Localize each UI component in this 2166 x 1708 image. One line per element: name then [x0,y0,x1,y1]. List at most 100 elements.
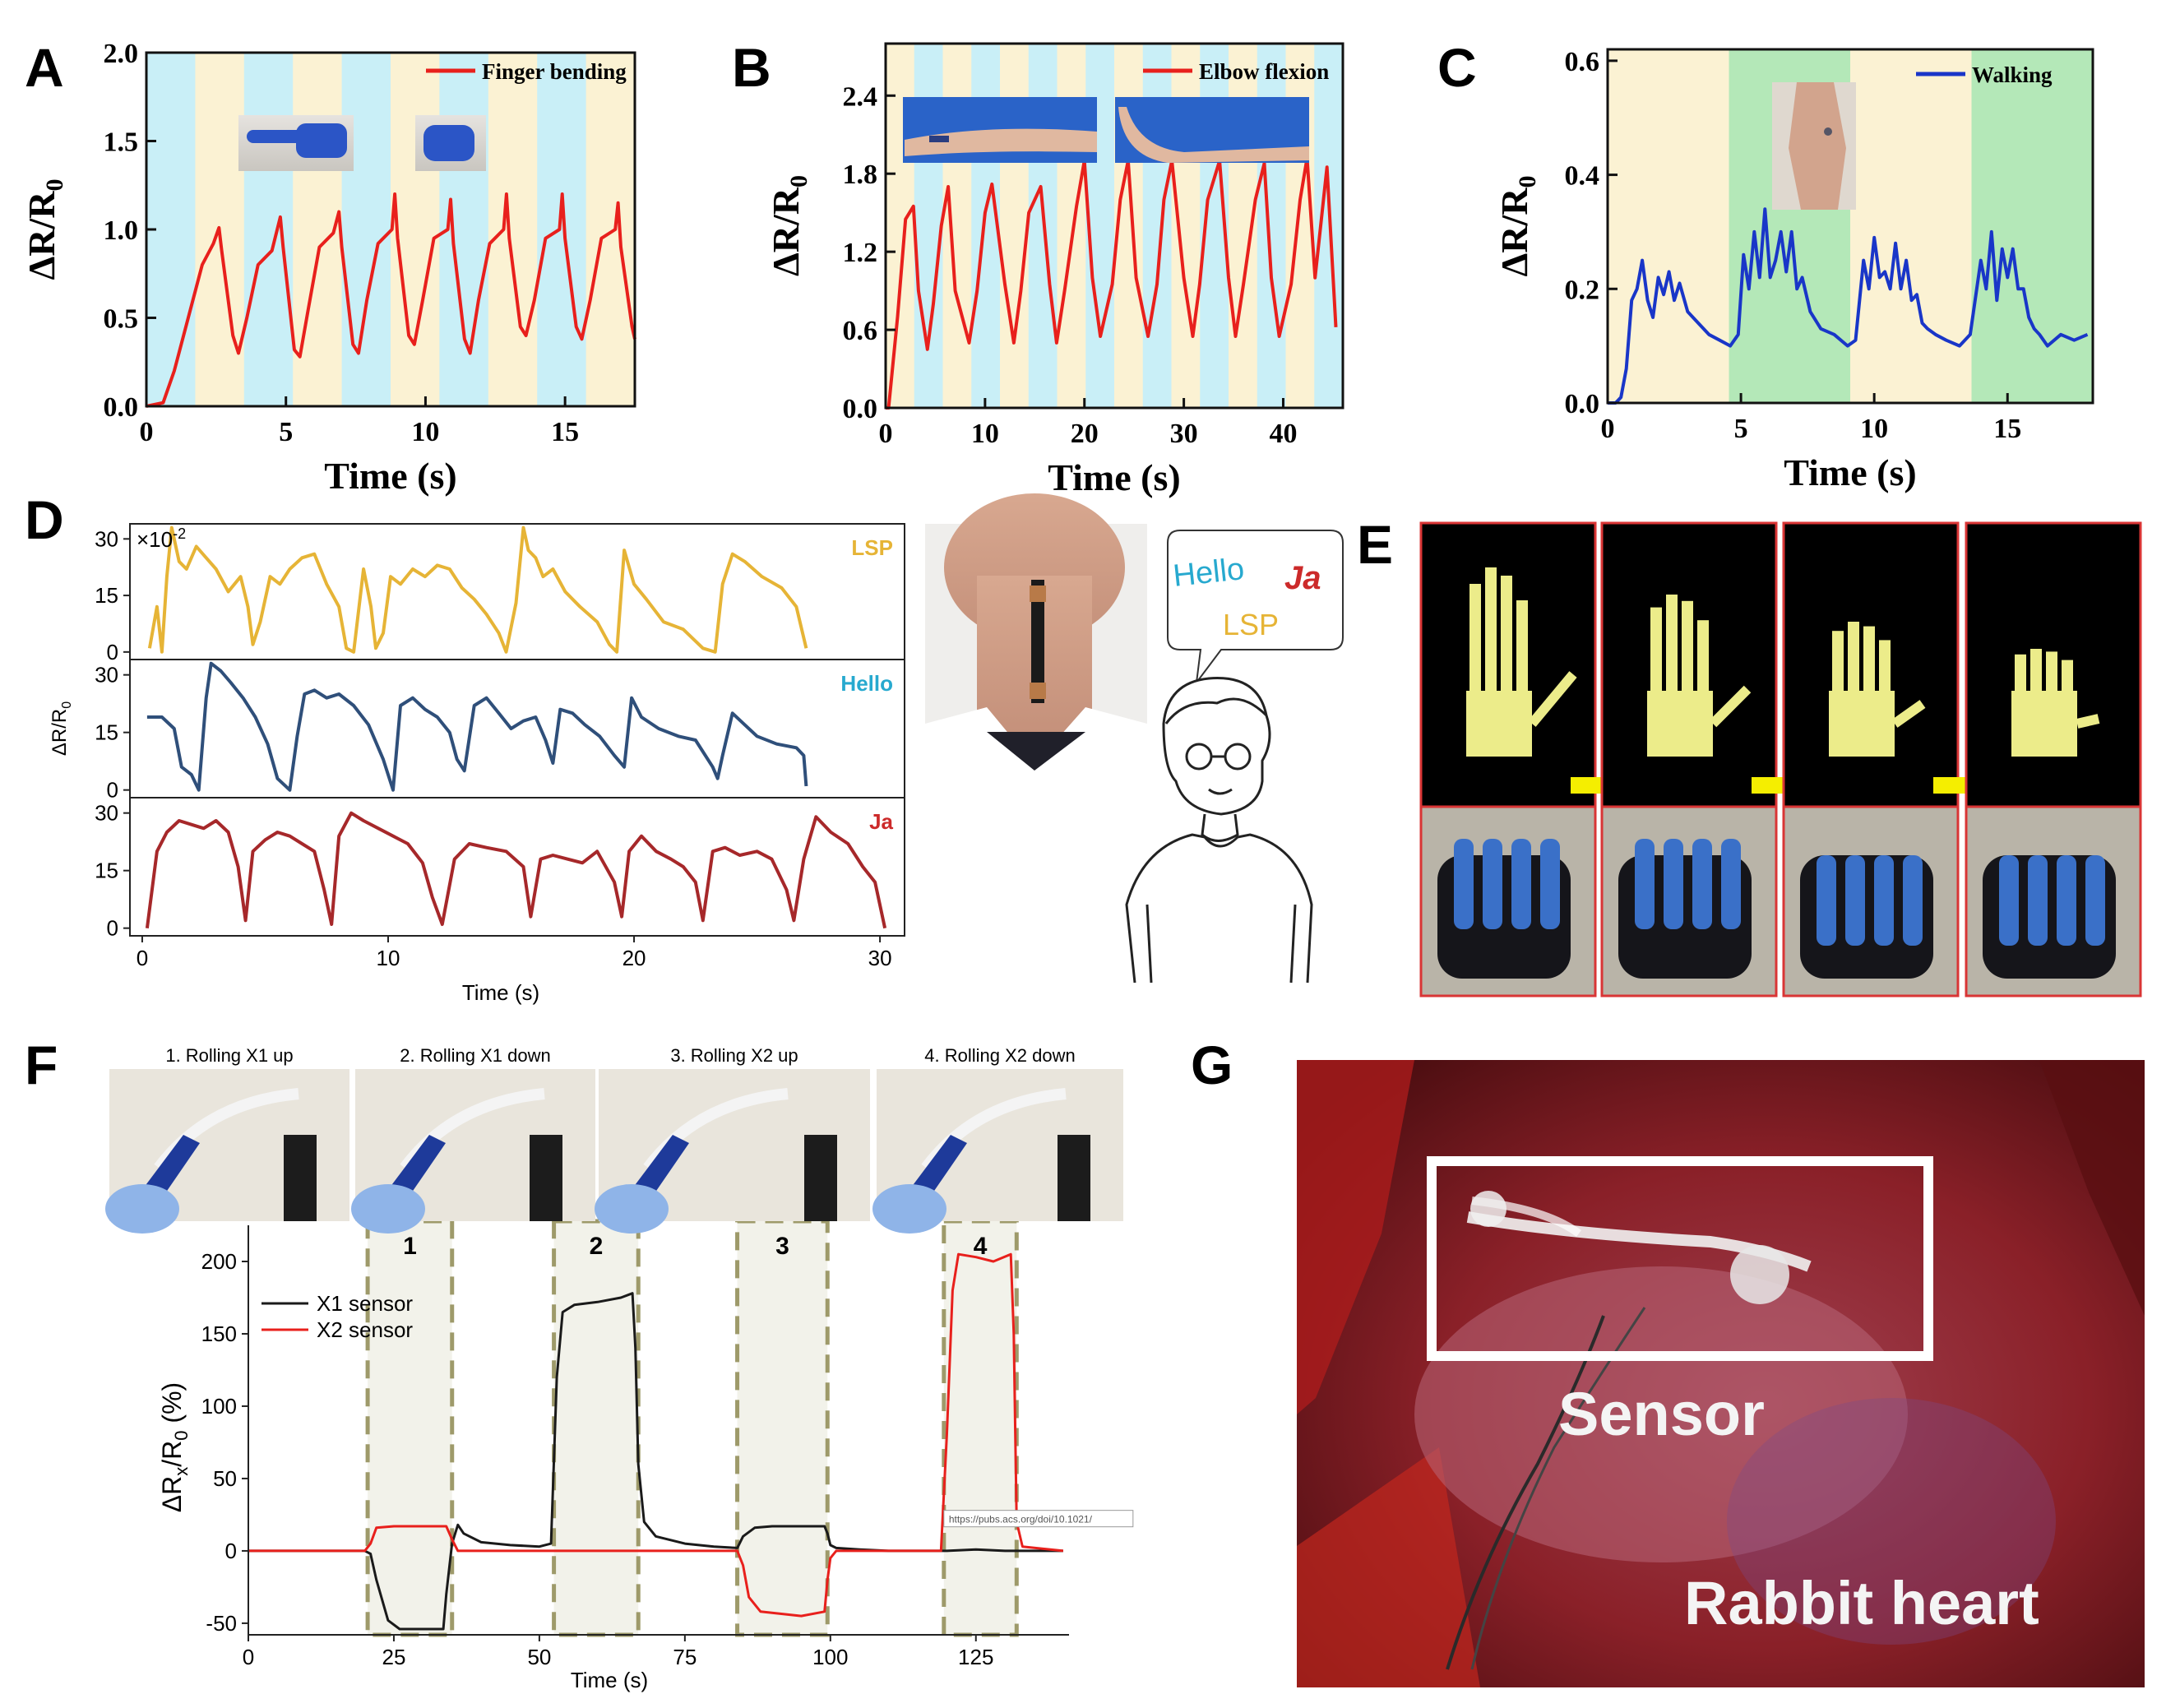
bubble-lsp-label: LSP [1223,608,1279,641]
y-tick-label: 0.0 [104,392,139,423]
panel-letter-f: F [25,1035,58,1095]
x-tick-label: 0 [137,946,148,970]
region-box-2 [552,1219,641,1637]
sim-finger [1650,607,1662,691]
band-blue [243,53,294,406]
x-tick-label: 10 [1860,414,1888,444]
legend-label: X1 sensor [317,1291,413,1316]
glove-hand [105,1184,179,1234]
sim-palm [2011,691,2077,757]
actuator [1058,1135,1090,1221]
robot-hand-grid [1419,521,2142,997]
bubble-ja-label: Ja [1284,560,1321,596]
panel-letter-a: A [25,37,64,98]
y-tick-label: 0.2 [1565,275,1600,305]
series-line-ja [145,811,887,929]
glove-sensor-strip [1999,855,2019,946]
sim-palm [1647,691,1713,757]
sim-finger [1485,567,1497,691]
legend-label: Elbow flexion [1199,59,1329,84]
glove-sensor-strip [2085,855,2105,946]
glove-sensor-strip [1692,839,1712,929]
knee-photo [1772,82,1856,210]
subplot-frame [129,659,905,798]
rabbit-heart-label: Rabbit heart [1684,1569,2039,1637]
sim-finger [1863,626,1875,691]
glove-sensor-strip [1635,839,1655,929]
band-yellow [488,53,538,406]
y-tick-label: 0 [107,778,118,803]
band-yellow [1608,49,1729,403]
y-tick-label: 150 [201,1322,237,1346]
y-tick-label: 0.6 [843,316,878,346]
y-tick-label: 15 [95,720,118,745]
sim-thumb [1528,671,1577,727]
sim-finger [1666,595,1678,691]
region-label-3: 3 [775,1233,789,1260]
y-tick-label: 50 [213,1466,237,1491]
x-tick-label: 100 [812,1645,848,1669]
x-tick-label: 50 [527,1645,551,1669]
x-axis-label: Time (s) [1048,456,1180,498]
y-tick-label: 200 [201,1249,237,1274]
sim-finger [1469,584,1481,691]
glove-sensor-strip [2028,855,2048,946]
glove-sensor-strip [1874,855,1894,946]
x-tick-label: 5 [279,417,293,447]
sim-finger [1501,576,1512,691]
band-green [1971,49,2094,403]
y-axis-label: ΔR/R0 [1493,175,1541,276]
band-blue [537,53,587,406]
band-yellow [1850,49,1972,403]
x-tick-label: 0 [243,1645,254,1669]
sim-thumb [2076,714,2100,729]
region-label-4: 4 [974,1233,988,1260]
rolling-photo-label: 2. Rolling X1 down [400,1045,550,1066]
glove-sensor-strip [1903,855,1923,946]
arm-photo-straight [903,97,1097,163]
glove-hand [351,1184,425,1234]
legend-label: Walking [1972,62,2053,87]
x-tick-label: 0 [1601,414,1615,444]
url-tag: https://pubs.acs.org/doi/10.1021/ [949,1514,1093,1525]
region-label-2: 2 [590,1233,604,1260]
panel-letter-g: G [1191,1035,1233,1095]
y-tick-label: 30 [95,526,118,551]
person-illustration [1125,677,1313,984]
x-axis-label: Time (s) [571,1668,648,1692]
url-tag-box [943,1510,1134,1528]
x-tick-label: 5 [1734,414,1748,444]
band-yellow [585,53,636,406]
x-tick-label: 125 [958,1645,993,1669]
y-tick-label: 0 [225,1539,237,1563]
y-tick-label: 15 [95,859,118,883]
sim-finger [2015,654,2026,691]
glove-sensor-strip [2057,855,2076,946]
sim-palm [1466,691,1532,757]
arm-photo-bent [1115,97,1309,163]
legend-label: Finger bending [482,59,627,84]
y-tick-label: 1.5 [104,127,139,158]
y-tick-label: -50 [206,1611,237,1636]
glove-sensor-strip [1540,839,1560,929]
x-tick-label: 25 [382,1645,405,1669]
x-tick-label: 20 [1071,419,1099,449]
x-tick-label: 10 [411,417,439,447]
sim-thumb [1709,685,1752,728]
glove-sensor-strip [1721,839,1741,929]
y-tick-label: 100 [201,1394,237,1419]
series-line-x1-sensor [248,1292,1063,1631]
series-label-ja: Ja [869,809,893,834]
panel-letter-d: D [25,489,64,550]
y-tick-label: 30 [95,801,118,826]
x-tick-label: 10 [377,946,400,970]
legend-label: X2 sensor [317,1317,413,1342]
finger-photo-straight [238,115,354,171]
sim-finger [1879,640,1891,691]
glove-sensor-strip [1664,839,1683,929]
x-tick-label: 10 [971,419,999,449]
